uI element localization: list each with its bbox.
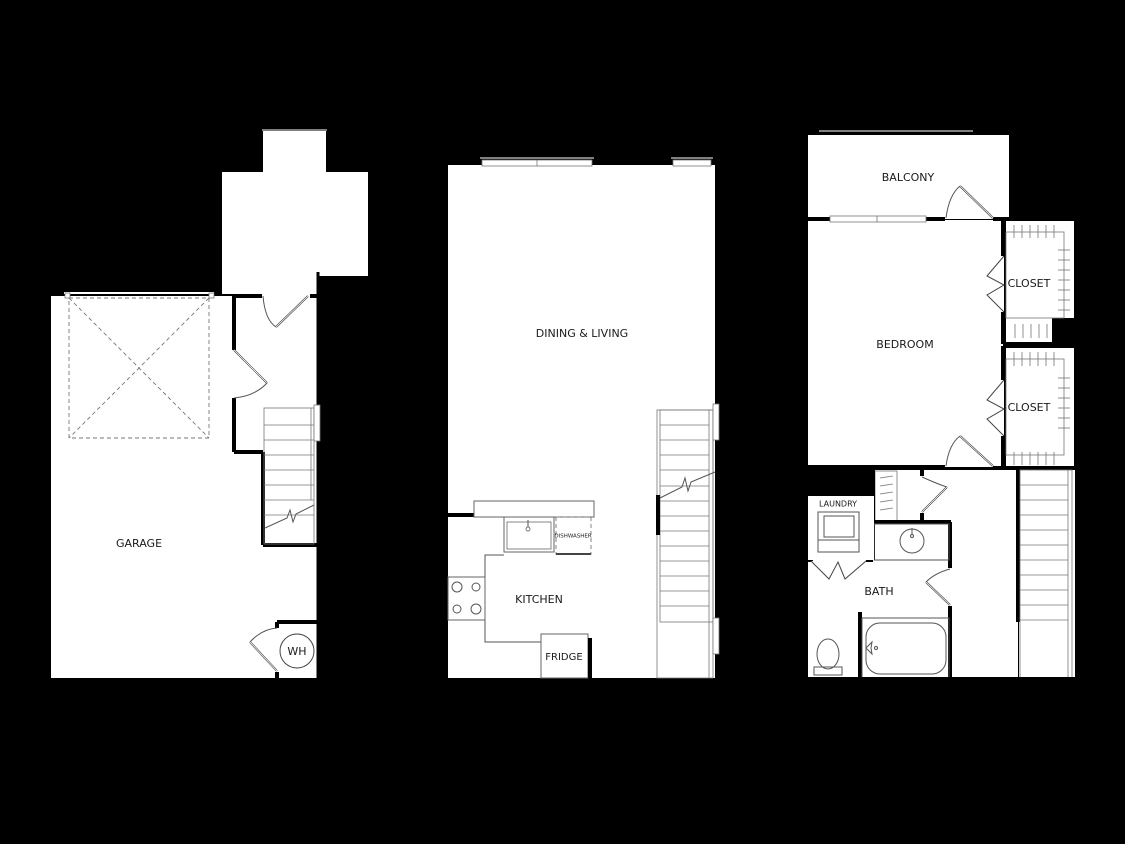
- room-label-laundry: LAUNDRY: [819, 500, 857, 509]
- ground-stairs: [263, 404, 321, 545]
- ground-floor: WH GARAGE: [51, 129, 368, 678]
- room-label-dining-living: DINING & LIVING: [536, 327, 628, 340]
- room-label-wh: WH: [287, 645, 306, 658]
- room-label-garage: GARAGE: [116, 537, 162, 550]
- main-floor: DINING & LIVING DISHWASHER KITCHEN FRIDG…: [447, 157, 720, 679]
- upper-stairs: [1016, 469, 1075, 679]
- room-label-balcony: BALCONY: [882, 171, 935, 184]
- fixture-label-dishwasher: DISHWASHER: [554, 534, 591, 540]
- fixture-label-fridge: FRIDGE: [545, 652, 582, 663]
- main-stairs: [656, 403, 720, 679]
- room-label-kitchen: KITCHEN: [515, 593, 563, 606]
- room-label-closet-2: CLOSET: [1008, 401, 1051, 414]
- room-label-closet-1: CLOSET: [1008, 277, 1051, 290]
- room-label-bath: BATH: [864, 585, 893, 598]
- upper-floor: BALCONY BEDROOM CLOSET: [808, 130, 1075, 679]
- room-label-bedroom: BEDROOM: [876, 338, 933, 351]
